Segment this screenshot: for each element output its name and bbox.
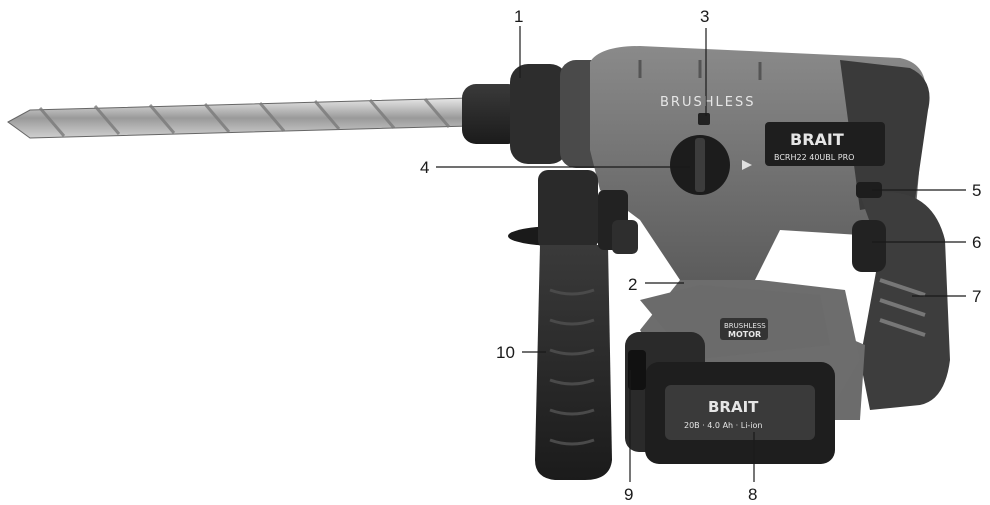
brand-plate: BRAIT BCRH22 40UBL PRO bbox=[765, 122, 885, 166]
mode-lock-button bbox=[698, 113, 710, 125]
battery-spec-text: 20B · 4.0 Ah · Li-ion bbox=[684, 421, 763, 430]
callout-numbers: 1 2 3 4 5 6 7 8 9 10 bbox=[420, 7, 981, 504]
auxiliary-handle bbox=[508, 170, 612, 480]
brand-logo-text: BRAIT bbox=[790, 130, 844, 149]
callout-8: 8 bbox=[748, 485, 757, 504]
leader-lines bbox=[436, 26, 966, 482]
mode-selector-knob bbox=[670, 135, 752, 195]
callout-4: 4 bbox=[420, 158, 429, 177]
callout-7: 7 bbox=[972, 287, 981, 306]
depth-gauge-clamp bbox=[598, 190, 638, 254]
callout-5: 5 bbox=[972, 181, 981, 200]
model-text: BCRH22 40UBL PRO bbox=[774, 153, 854, 162]
callout-9: 9 bbox=[624, 485, 633, 504]
direction-switch bbox=[856, 182, 882, 198]
motor-badge-line1: BRUSHLESS bbox=[724, 322, 766, 330]
motor-badge-line2: MOTOR bbox=[728, 330, 761, 339]
callout-3: 3 bbox=[700, 7, 709, 26]
trigger bbox=[852, 220, 886, 272]
drill-bit bbox=[7, 97, 471, 139]
callout-2: 2 bbox=[628, 275, 637, 294]
housing-brushless-text: BRUSHLESS bbox=[660, 95, 755, 110]
battery-pack: BRUSHLESS MOTOR BRAIT 20B · 4.0 Ah · Li-… bbox=[625, 285, 835, 464]
callout-1: 1 bbox=[514, 7, 523, 26]
callout-6: 6 bbox=[972, 233, 981, 252]
battery-brand-text: BRAIT bbox=[708, 398, 759, 416]
callout-10: 10 bbox=[496, 343, 515, 362]
